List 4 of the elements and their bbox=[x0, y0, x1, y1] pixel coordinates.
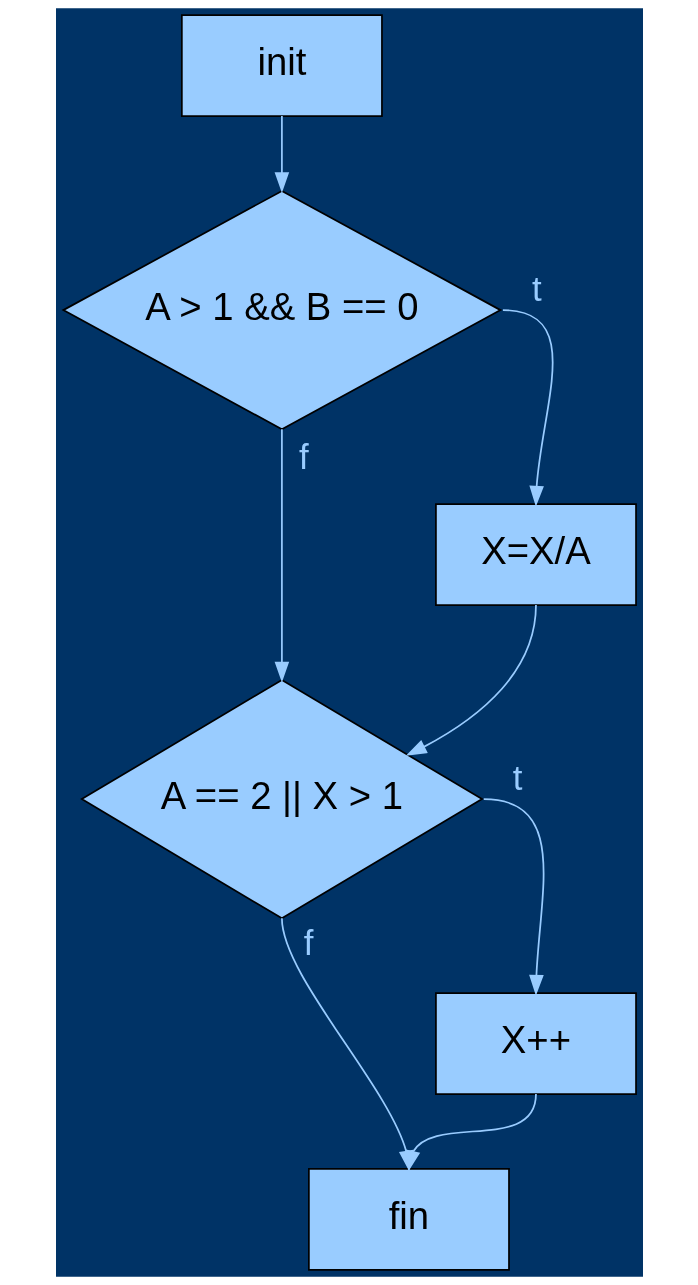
edge-label: t bbox=[531, 269, 542, 309]
edge-label: f bbox=[298, 437, 309, 477]
edge-label: f bbox=[303, 922, 313, 962]
edge-label: t bbox=[512, 757, 522, 797]
